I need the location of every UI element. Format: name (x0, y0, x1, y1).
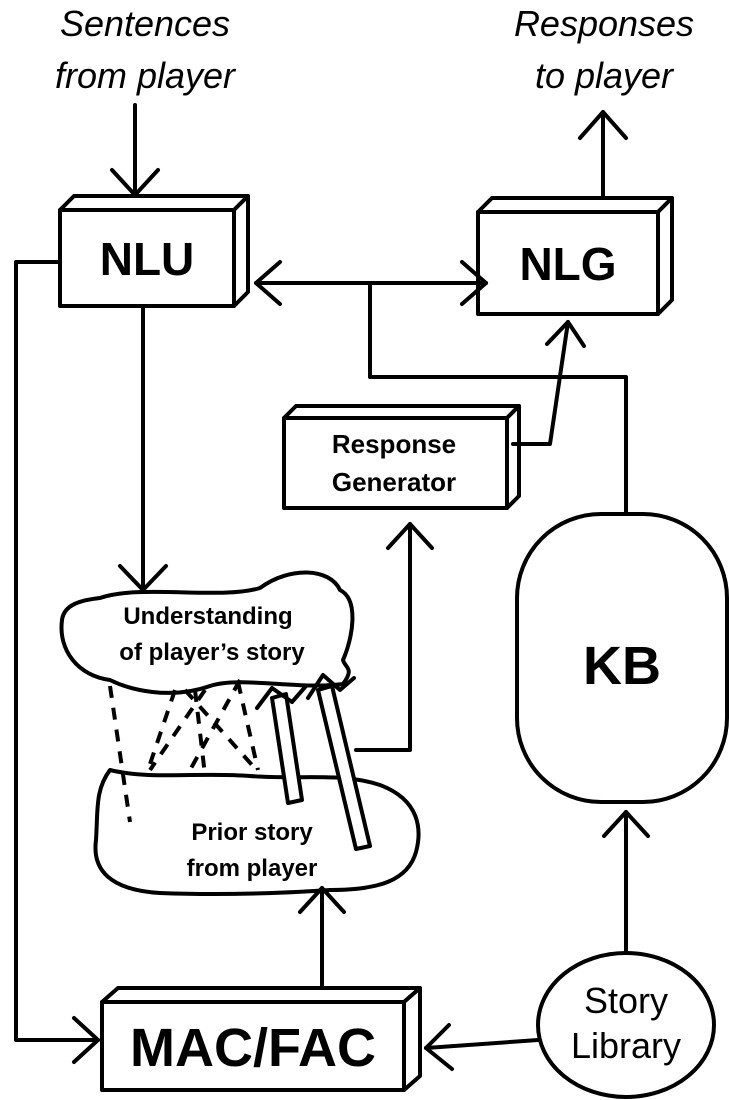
input-arrow (110, 103, 160, 197)
story-library-label-line2: Library (571, 1025, 681, 1066)
understanding-label-line2: of player’s story (119, 639, 305, 666)
responses-label-line2: to player (535, 55, 675, 96)
understanding-label-line1: Understanding (123, 603, 292, 630)
responses-label-line1: Responses (514, 3, 694, 44)
sentences-label-line1: Sentences (60, 3, 230, 44)
mapping-dashed-lines (108, 679, 260, 823)
story-library-label-line1: Story (584, 980, 668, 1021)
nlg-box: NLG (476, 196, 674, 316)
nlu-to-understanding-arrow (118, 304, 168, 592)
story-library-node: Story Library (536, 951, 716, 1099)
response-generator-box: Response Generator (282, 404, 521, 510)
macfac-label: MAC/FAC (130, 1018, 376, 1078)
nlu-box: NLU (58, 194, 250, 308)
prior-story-cloud: Prior story from player (93, 768, 421, 896)
kb-link-line (368, 281, 628, 517)
nlg-label: NLG (519, 238, 616, 290)
library-to-macfac-arrow (424, 1023, 540, 1071)
nlu-to-macfac-arrow (14, 260, 100, 1064)
response-generator-label-line1: Response (332, 429, 456, 459)
prior-to-respgen-arrow (354, 522, 434, 752)
kb-label: KB (583, 636, 661, 696)
macfac-box: MAC/FAC (100, 986, 422, 1092)
macfac-to-prior-arrow (298, 886, 346, 990)
response-generator-label-line2: Generator (332, 467, 456, 497)
candidate-inference-bars (255, 673, 372, 851)
respgen-to-nlg-arrow (511, 320, 586, 446)
nlu-label: NLU (100, 233, 195, 285)
library-to-kb-arrow (602, 810, 650, 954)
understanding-cloud: Understanding of player’s story (59, 570, 355, 695)
kb-box: KB (515, 512, 729, 804)
prior-story-label-line1: Prior story (191, 819, 313, 846)
sentences-label-line2: from player (55, 55, 237, 96)
output-arrow (578, 110, 628, 209)
prior-story-label-line2: from player (187, 855, 318, 882)
